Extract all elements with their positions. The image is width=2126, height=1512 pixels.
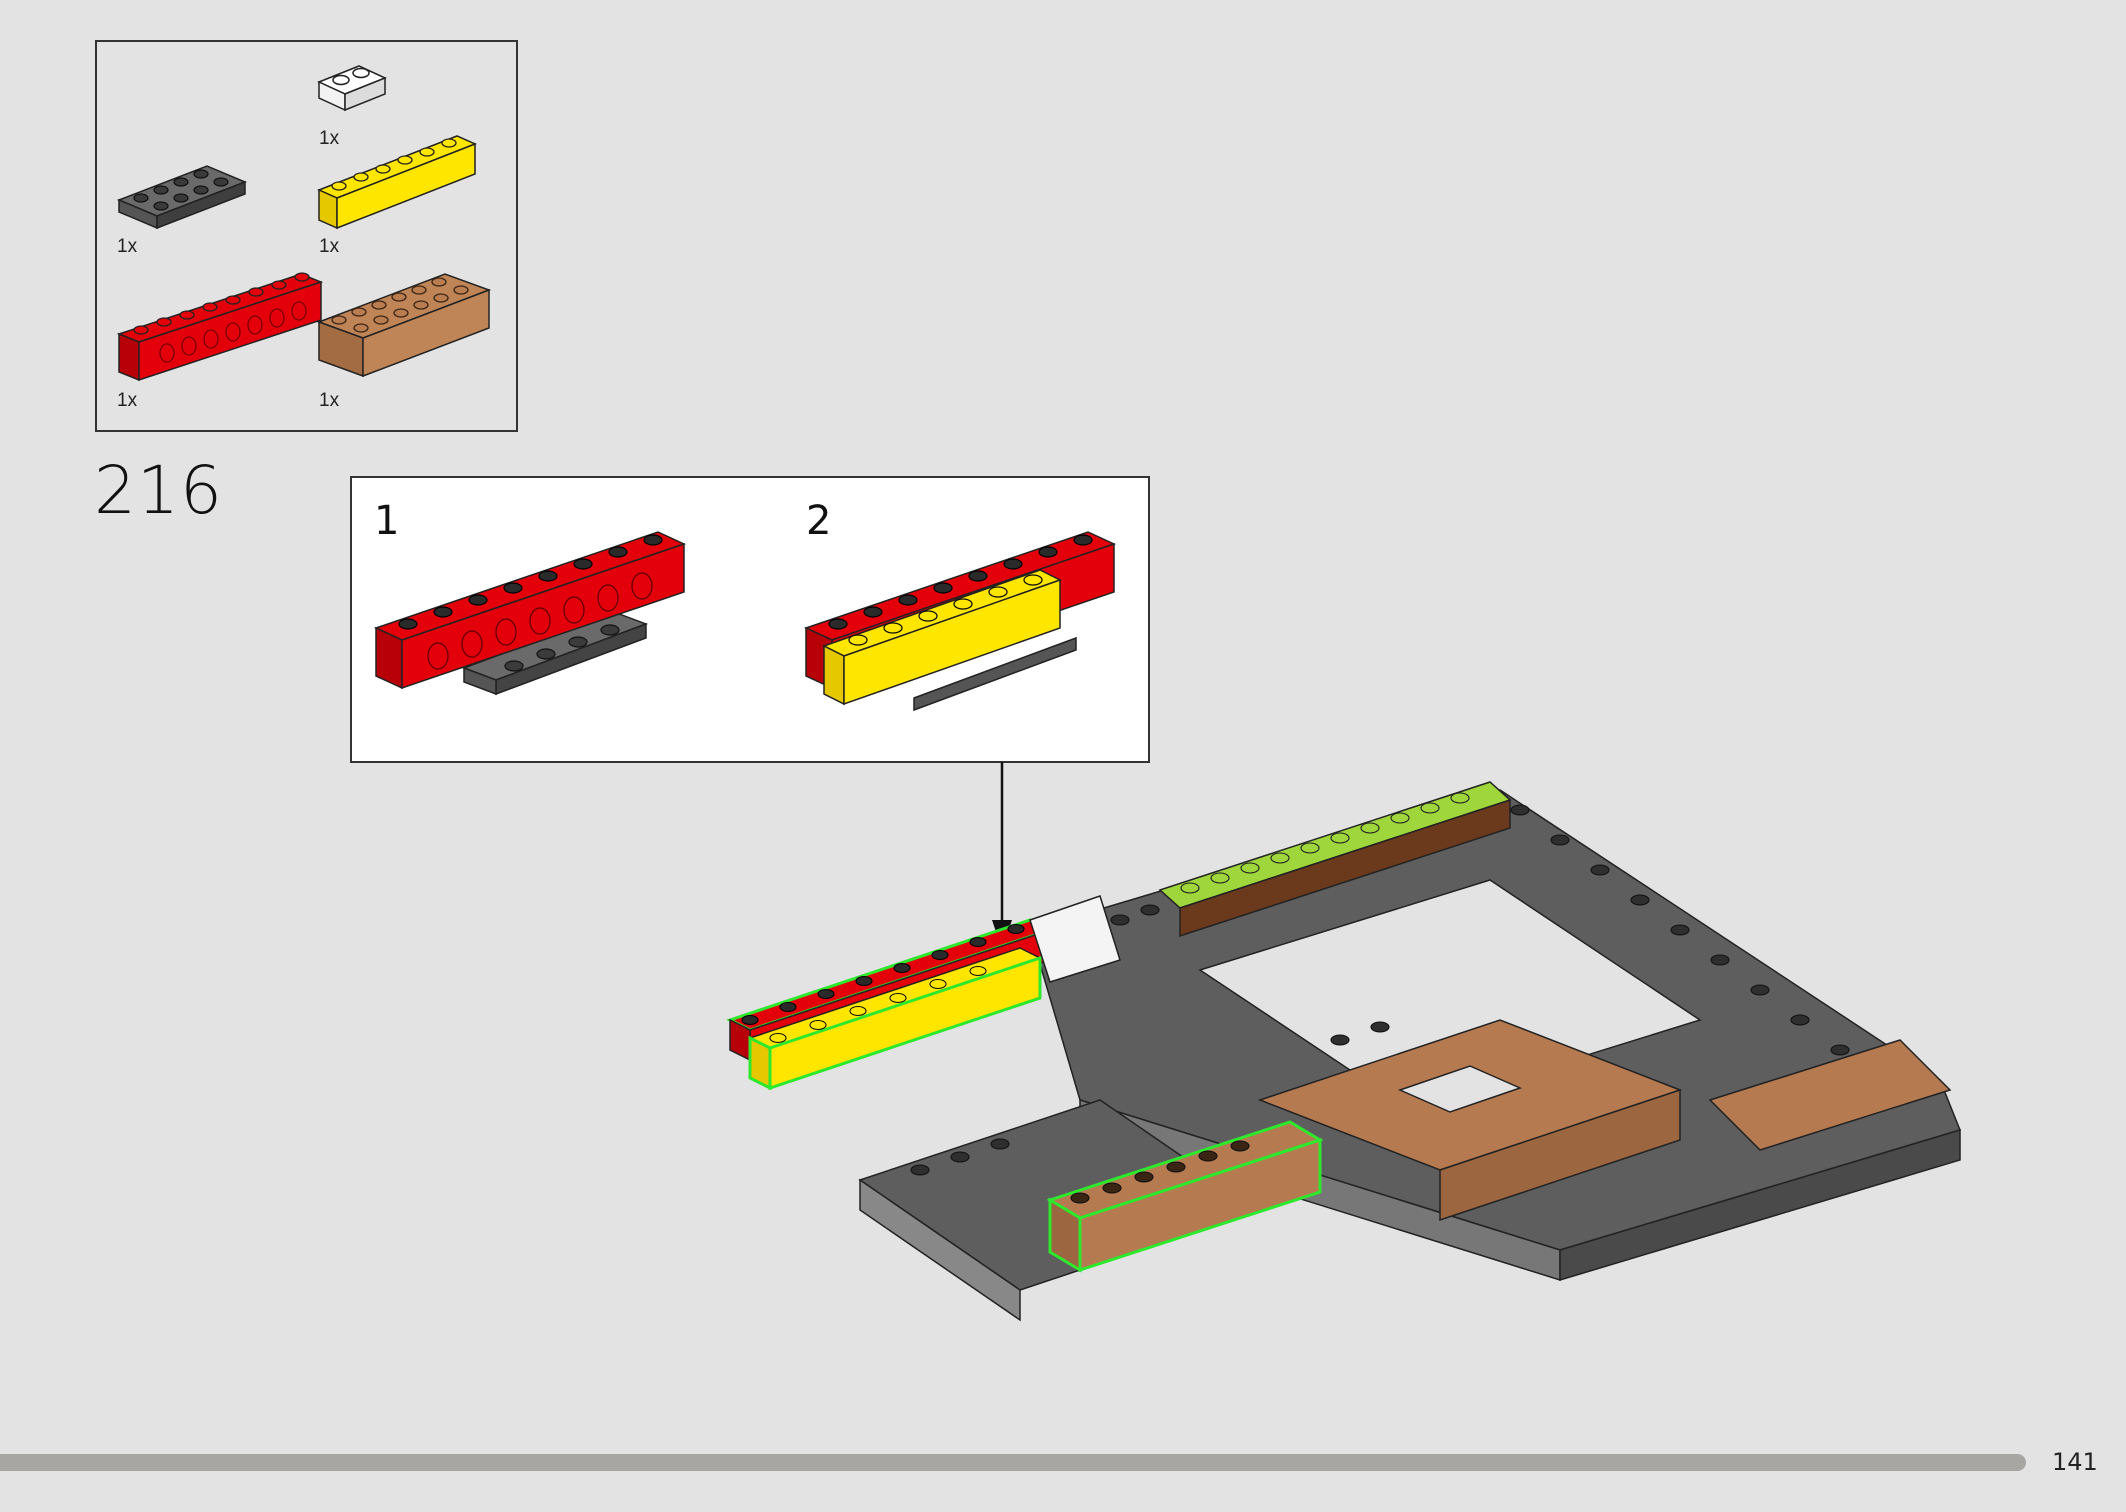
white-plate-icon	[317, 65, 387, 112]
substep-label: 1	[374, 498, 400, 544]
part-qty: 1x	[319, 128, 340, 149]
dark-gray-plate-icon	[116, 165, 248, 230]
progress-bar	[0, 1454, 2026, 1471]
substep-label: 2	[806, 498, 832, 544]
part-qty: 1x	[117, 390, 138, 411]
substep-1-illustration	[373, 531, 687, 696]
page-number: 141	[2052, 1448, 2098, 1476]
yellow-brick-icon	[317, 135, 477, 230]
part-qty: 1x	[319, 390, 340, 411]
sub-assembly-callout: 1 2	[350, 476, 1150, 763]
tan-brick-icon	[316, 273, 492, 378]
substep-2-illustration	[803, 531, 1117, 712]
parts-list: 1x 1x 1x	[95, 40, 518, 432]
red-technic-brick-icon	[116, 272, 324, 382]
part-qty: 1x	[319, 236, 340, 257]
step-number: 216	[94, 452, 223, 529]
main-model-illustration	[726, 781, 1962, 1322]
part-qty: 1x	[117, 236, 138, 257]
